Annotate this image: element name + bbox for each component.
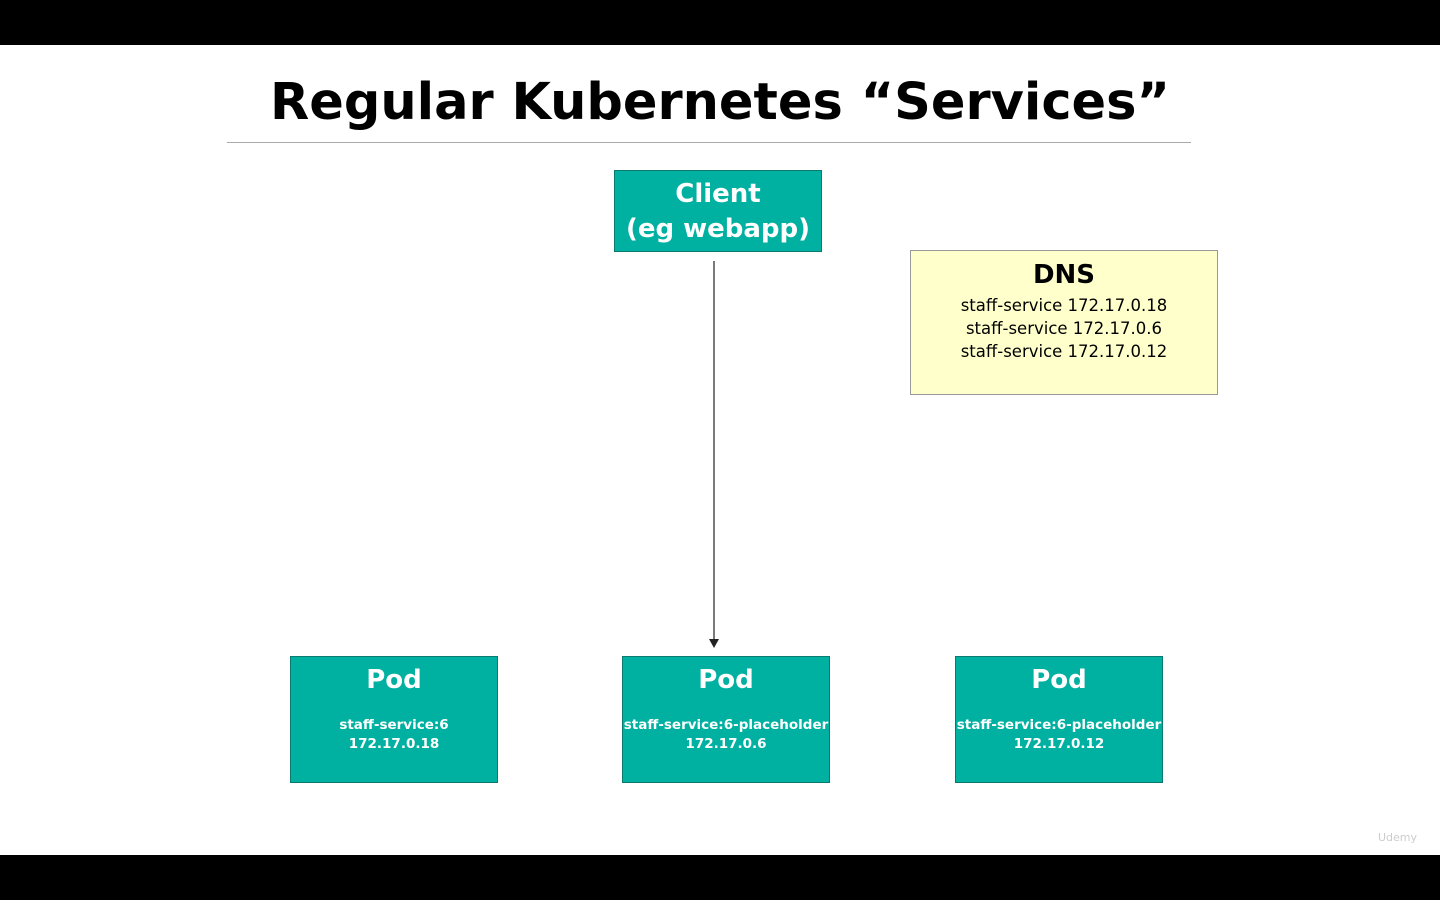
pod-title: Pod (366, 665, 422, 695)
pod-box-2: Pod staff-service:6-placeholder 172.17.0… (622, 656, 830, 783)
pod-ip: 172.17.0.18 (348, 736, 440, 752)
dns-entry: staff-service 172.17.0.6 (965, 319, 1163, 338)
pod-ip: 172.17.0.12 (1013, 736, 1105, 752)
slide-title: Regular Kubernetes “Services” (269, 73, 1171, 132)
dns-entry: staff-service 172.17.0.18 (960, 296, 1168, 315)
slide: Regular Kubernetes “Services” Client (eg… (0, 45, 1440, 855)
pod-name: staff-service:6-placeholder (623, 717, 829, 733)
dns-entry: staff-service 172.17.0.12 (960, 342, 1168, 361)
client-box: Client (eg webapp) (614, 170, 822, 252)
pod-title: Pod (698, 665, 754, 695)
dns-title: DNS (1032, 260, 1096, 290)
title-underline (227, 142, 1191, 143)
pod-name: staff-service:6 (339, 717, 449, 733)
pod-name: staff-service:6-placeholder (956, 717, 1162, 733)
udemy-watermark: Udemy (1378, 831, 1418, 844)
client-sublabel: (eg webapp) (625, 214, 811, 244)
pod-box-1: Pod staff-service:6 172.17.0.18 (290, 656, 498, 783)
pod-ip: 172.17.0.6 (685, 736, 767, 752)
pod-title: Pod (1031, 665, 1087, 695)
client-to-pod-arrow (709, 261, 719, 648)
client-label: Client (675, 179, 761, 209)
pod-box-3: Pod staff-service:6-placeholder 172.17.0… (955, 656, 1163, 783)
dns-box: DNS staff-service 172.17.0.18 staff-serv… (910, 250, 1218, 395)
